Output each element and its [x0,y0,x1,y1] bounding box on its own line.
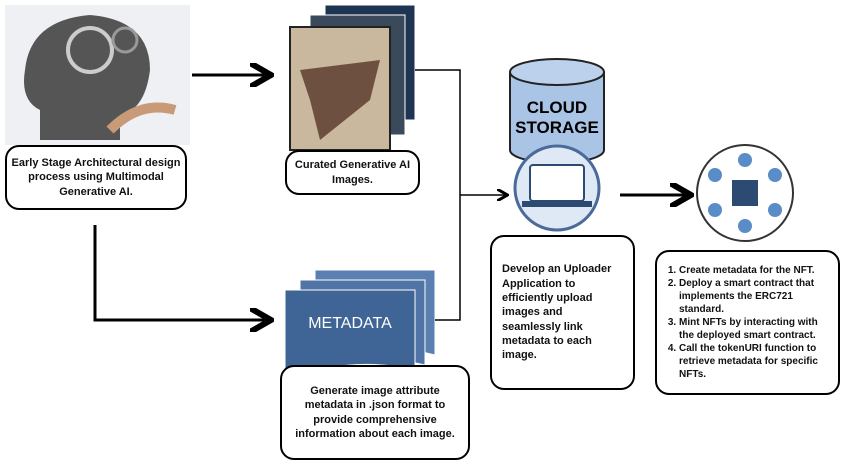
merge-lines [415,69,506,321]
laptop-icon [513,144,601,232]
uploader-caption: Develop an Uploader Application to effic… [490,235,635,390]
cloud-storage-cylinder [509,58,605,164]
step-item: Create metadata for the NFT. [679,264,834,277]
curated-images-stack [289,4,416,151]
nft-steps-list: Create metadata for the NFT. Deploy a sm… [661,264,834,381]
metadata-caption: Generate image attribute metadata in .js… [280,365,470,460]
metadata-label: METADATA [308,315,392,332]
design-caption: Early Stage Architectural design process… [5,145,187,210]
nft-steps-box: Create metadata for the NFT. Deploy a sm… [655,250,840,395]
connector-arrows [93,75,688,320]
cloud-storage-label: CLOUD STORAGE [515,98,599,138]
step-item: Call the tokenURI function to retrieve m… [679,342,834,381]
curated-caption: Curated Generative AI Images. [285,150,420,195]
step-item: Mint NFTs by interacting with the deploy… [679,316,834,342]
blockchain-icon [696,144,794,242]
metadata-document-stack [284,269,436,381]
ai-head-illustration [5,5,190,145]
step-item: Deploy a smart contract that implements … [679,277,834,316]
